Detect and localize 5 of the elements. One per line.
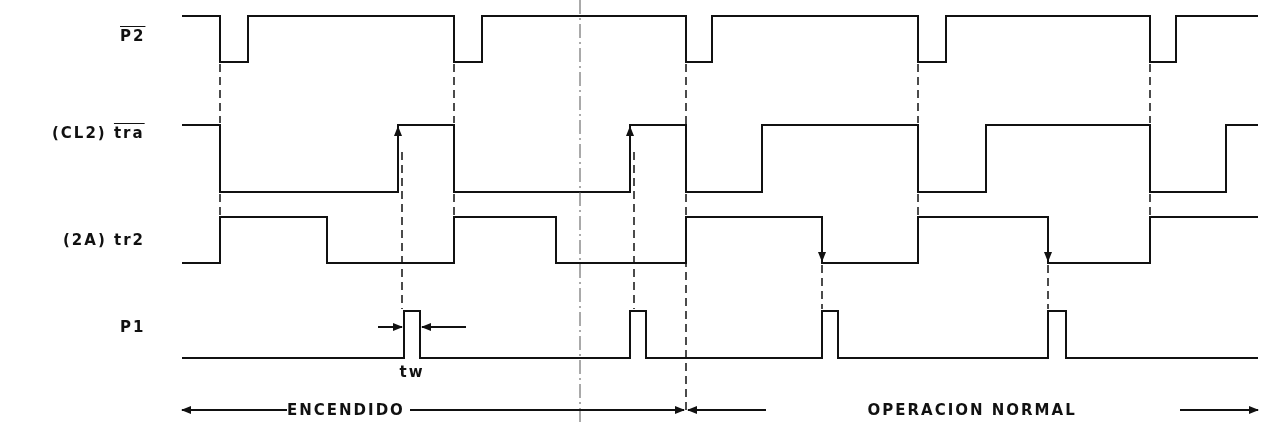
- signal-name: (CL2) tra: [52, 124, 145, 142]
- signal-name: (2A) tr2: [63, 231, 145, 249]
- signal-name: P2: [120, 27, 146, 45]
- time-label: tw: [399, 363, 425, 381]
- signal-name: P1: [120, 318, 146, 336]
